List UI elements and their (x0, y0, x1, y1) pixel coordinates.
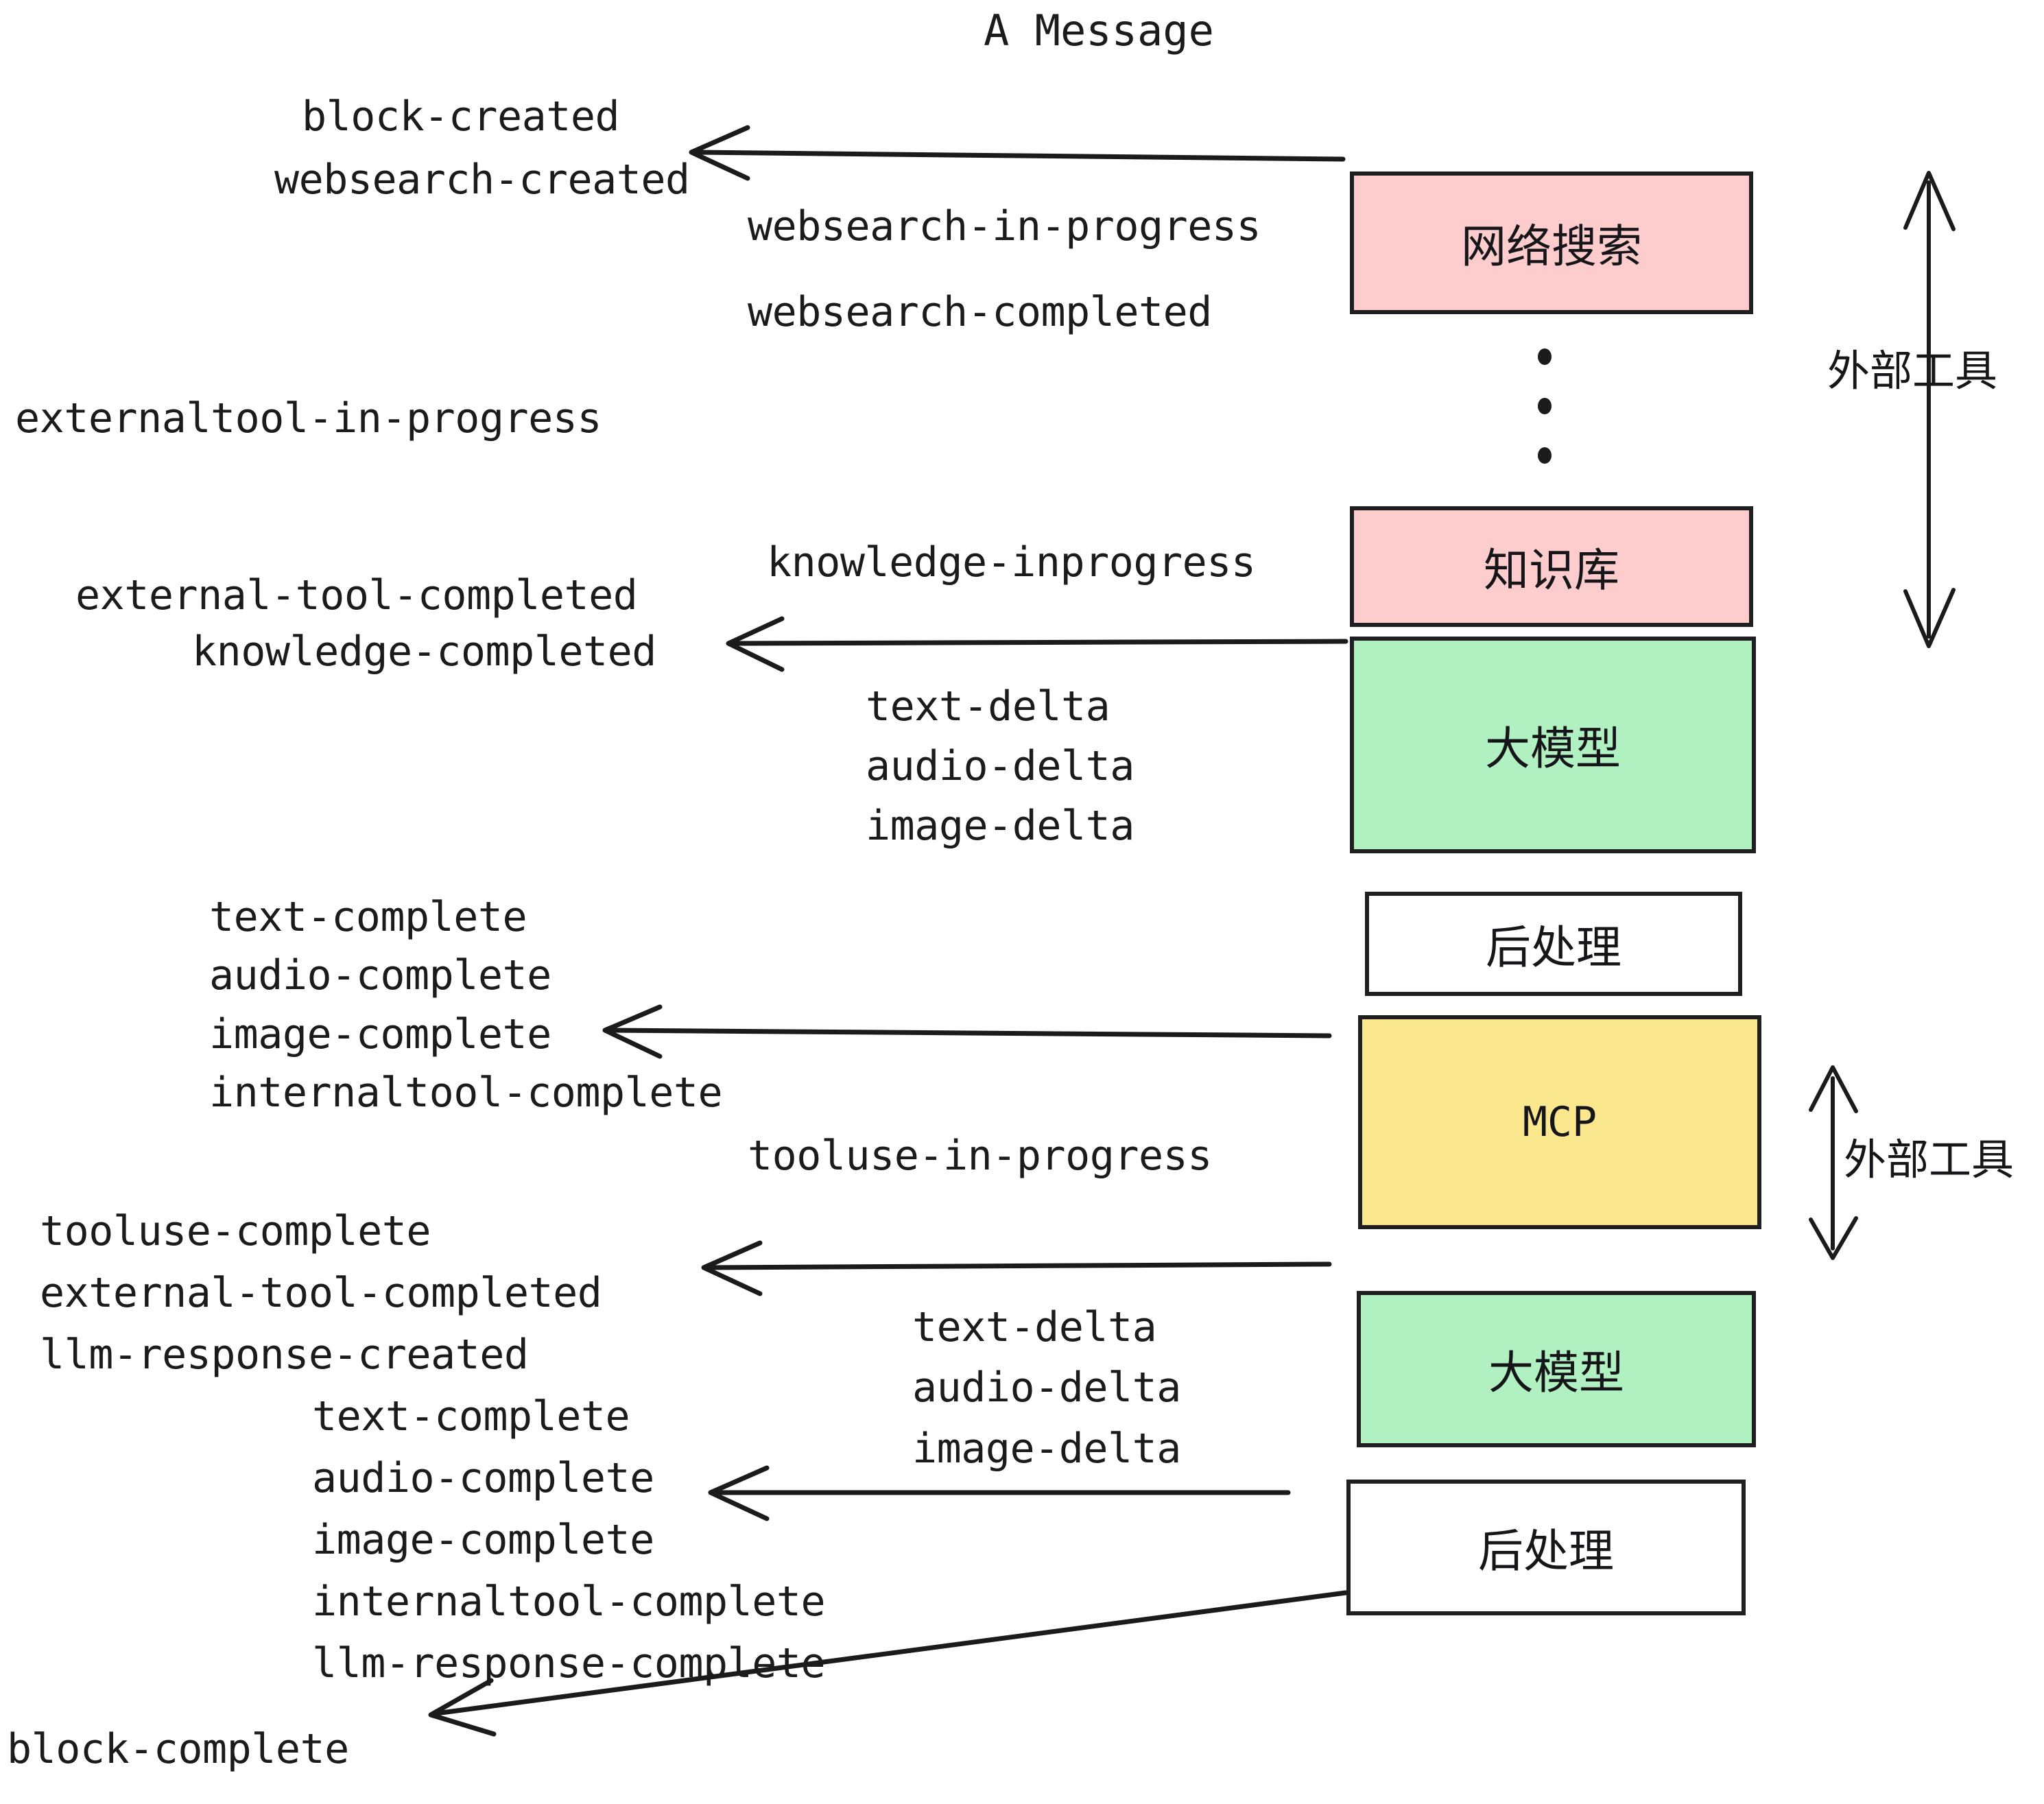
node-llm-top[interactable]: 大模型 (1350, 637, 1756, 853)
event-label-image-delta-1: image-delta (866, 802, 1134, 850)
group-label-external-tools-top: 外部工具 (1827, 346, 1998, 396)
event-label-block-created: block-created (302, 93, 620, 141)
arrow-mcp-to-tooluse-complete (701, 1240, 1332, 1296)
event-label-text-delta-2: text-delta (912, 1303, 1157, 1351)
event-label-text-complete-2: text-complete (312, 1392, 630, 1440)
event-label-image-complete-1: image-complete (209, 1010, 551, 1058)
node-knowledge[interactable]: 知识库 (1350, 506, 1753, 627)
event-label-block-complete: block-complete (7, 1725, 349, 1773)
node-mcp[interactable]: MCP (1358, 1015, 1761, 1229)
event-label-knowledge-completed: knowledge-completed (192, 628, 656, 676)
event-label-image-delta-2: image-delta (912, 1425, 1181, 1473)
event-label-tooluse-complete: tooluse-complete (40, 1207, 431, 1255)
event-label-websearch-completed: websearch-completed (748, 288, 1212, 336)
event-label-image-complete-2: image-complete (312, 1516, 654, 1564)
node-websearch[interactable]: 网络搜索 (1350, 171, 1753, 314)
event-label-llm-response-complete: llm-response-complete (312, 1639, 826, 1687)
event-label-internaltool-complete-1: internaltool-complete (209, 1069, 723, 1117)
event-label-internaltool-complete-2: internaltool-complete (312, 1578, 826, 1626)
arrow-websearch-to-block-created (689, 125, 1346, 181)
event-label-audio-delta-1: audio-delta (866, 742, 1134, 790)
event-label-websearch-in-progress: websearch-in-progress (748, 202, 1261, 250)
vertical-ellipsis-icon (1536, 348, 1553, 464)
event-label-external-tool-completed-2: external-tool-completed (40, 1269, 602, 1317)
event-label-audio-complete-1: audio-complete (209, 951, 551, 999)
event-label-knowledge-inprogress: knowledge-inprogress (767, 538, 1256, 586)
node-llm-bottom[interactable]: 大模型 (1357, 1291, 1756, 1447)
event-label-websearch-created: websearch-created (274, 156, 690, 204)
event-label-text-delta-1: text-delta (866, 683, 1110, 731)
event-label-text-complete-1: text-complete (209, 893, 527, 941)
bracket-external-tools-top (1903, 171, 1956, 648)
arrow-llm-bottom-to-audio-complete (708, 1465, 1291, 1521)
event-label-audio-delta-2: audio-delta (912, 1364, 1181, 1412)
event-label-tooluse-in-progress: tooluse-in-progress (748, 1132, 1212, 1180)
diagram-title: A Message (984, 5, 1214, 56)
event-label-externaltool-in-progress: externaltool-in-progress (15, 394, 602, 442)
event-label-external-tool-completed-1: external-tool-completed (75, 571, 638, 619)
group-label-external-tools-bottom: 外部工具 (1844, 1135, 2015, 1185)
arrow-knowledge-to-knowledge-completed (726, 616, 1348, 672)
arrow-postprocess-to-image-complete (602, 1004, 1332, 1059)
node-postprocess-bottom[interactable]: 后处理 (1346, 1480, 1746, 1615)
node-postprocess-top[interactable]: 后处理 (1365, 892, 1742, 996)
event-label-llm-response-created: llm-response-created (40, 1331, 529, 1379)
event-label-audio-complete-2: audio-complete (312, 1454, 654, 1502)
